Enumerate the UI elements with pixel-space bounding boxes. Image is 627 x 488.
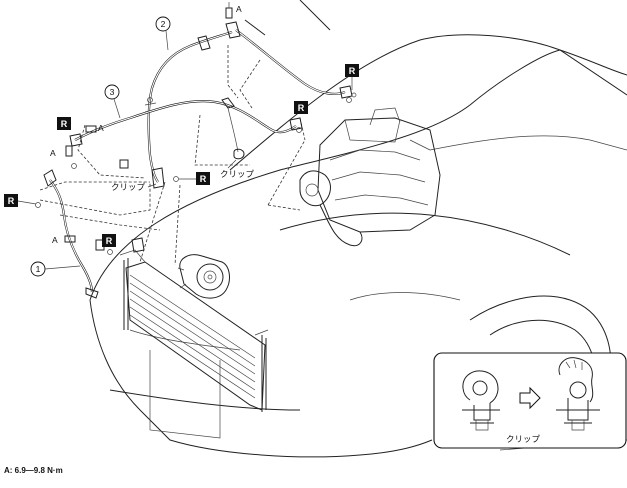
a-marker-top: A [236,4,242,14]
clip-after-illustration [556,357,600,431]
r-marker-text: R [200,174,207,184]
r-marker-text: R [106,236,113,246]
transition-arrow-icon [519,386,541,410]
r-marker-mid-right: R [294,101,308,114]
callout-3-label: 3 [110,87,115,97]
leader-lines [39,45,261,266]
r-marker-text: R [61,119,68,129]
r-marker-text: R [8,196,15,206]
callout-1: 1 [30,261,81,277]
condenser [119,249,269,412]
callout-3: 3 [104,84,121,119]
r-marker-top-right: R [345,64,359,90]
clip-before-illustration [462,370,500,431]
a-marker-left-upper: A [98,123,104,133]
r-marker-left: R [4,194,37,207]
heater-unit [267,107,441,247]
clip-label-left: クリップ [111,182,146,192]
callout-2-label: 2 [161,19,166,29]
a-marker-left: A [50,148,56,158]
callout-1-label: 1 [36,264,41,274]
r-marker-center: R [179,172,210,185]
fittings [35,7,357,255]
a-marker-lower: A [52,235,58,245]
r-marker-lower: R [102,234,116,247]
clip-label-center: クリップ [220,169,255,179]
torque-specification: A: 6.9—9.8 N·m [4,466,63,475]
pipe-1 [43,169,99,299]
r-marker-text: R [349,66,356,76]
clip-inset-label: クリップ [506,434,541,444]
compressor [177,254,230,299]
clip-detail-inset: クリップ [433,352,627,449]
pipe-3 [69,97,303,160]
r-marker-left-upper: R [57,117,71,130]
callout-2: 2 [155,16,171,51]
pipe-2 [144,21,353,183]
r-marker-text: R [298,103,305,113]
